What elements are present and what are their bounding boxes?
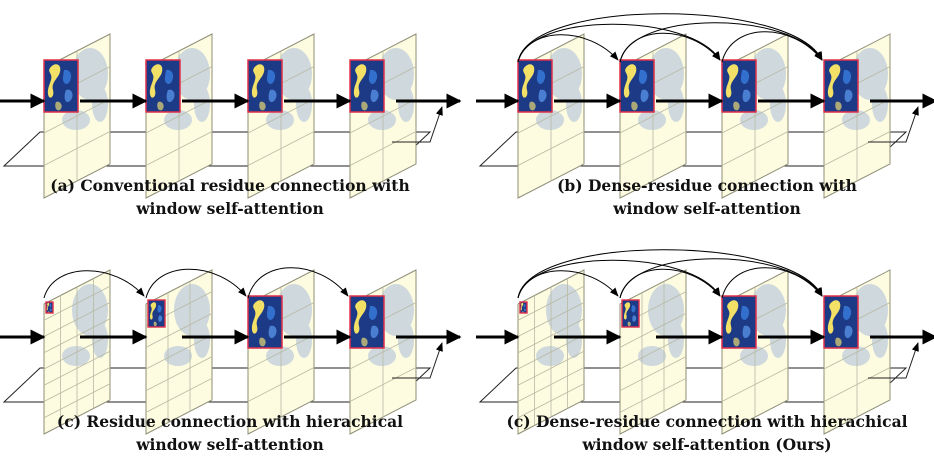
panel-c: [0, 267, 462, 435]
caption-a-line-1: (a) Conventional residue connection with: [50, 176, 410, 195]
skip-connection-arc-2: [517, 23, 721, 63]
attention-window-patch: [517, 59, 553, 113]
floor-output-arrow: [392, 342, 443, 379]
caption-d-line-1: (c) Dense-residue connection with hierac…: [506, 412, 908, 431]
floor-output-arrow: [868, 342, 919, 379]
window-grid: [43, 278, 111, 426]
attention-window-patch: [619, 59, 655, 113]
floor-output-arrow: [392, 106, 443, 143]
skip-connection-arc-1: [43, 270, 145, 299]
feature-texture: [740, 284, 786, 366]
panel-b: [476, 13, 934, 199]
feature-stage-1: [517, 269, 585, 435]
feature-stage-2: [619, 269, 687, 435]
feature-stage-4: [349, 33, 417, 199]
feature-stage-2: [145, 33, 213, 199]
attention-window-patch: [43, 59, 79, 113]
window-grid: [517, 278, 585, 426]
caption-d: (c) Dense-residue connection with hierac…: [487, 410, 927, 456]
attention-window-patch: [519, 301, 528, 314]
skip-connection-arc-3: [517, 249, 823, 299]
caption-b-line-2: window self-attention: [613, 199, 801, 218]
feature-stage-3: [247, 33, 315, 199]
skip-connection-arc-2: [145, 268, 247, 299]
caption-a: (a) Conventional residue connection with…: [10, 174, 450, 220]
feature-stage-1: [43, 33, 111, 199]
skip-connection-arc-3: [517, 13, 823, 63]
skip-connection-arc-2: [517, 259, 721, 299]
caption-a-line-2: window self-attention: [136, 199, 324, 218]
feature-texture: [368, 48, 414, 130]
attention-window-patch: [823, 295, 859, 349]
feature-stage-3: [247, 269, 315, 435]
caption-c-line-2: window self-attention: [136, 435, 324, 454]
feature-stage-2: [619, 33, 687, 199]
feature-stage-3: [721, 33, 789, 199]
feature-texture: [266, 284, 312, 366]
attention-window-patch: [349, 295, 385, 349]
caption-b-line-1: (b) Dense-residue connection with: [557, 176, 857, 195]
attention-window-patch: [247, 59, 283, 113]
panel-a: [0, 33, 462, 199]
attention-window-patch: [823, 59, 859, 113]
skip-connection-arc-6: [721, 31, 823, 63]
attention-window-patch: [621, 299, 640, 328]
feature-stage-4: [823, 269, 891, 435]
feature-stage-3: [721, 269, 789, 435]
window-grid: [619, 281, 687, 423]
feature-stage-1: [43, 269, 111, 435]
attention-window-patch: [145, 59, 181, 113]
caption-c: (c) Residue connection with hierachical …: [10, 410, 450, 456]
feature-texture: [62, 284, 108, 366]
skip-connection-arc-3: [247, 267, 349, 299]
feature-texture: [842, 48, 888, 130]
feature-stage-4: [349, 269, 417, 435]
attention-window-patch: [349, 59, 385, 113]
attention-window-patch: [721, 59, 757, 113]
feature-stage-1: [517, 33, 585, 199]
skip-connection-arc-6: [721, 267, 823, 299]
attention-window-patch: [247, 295, 283, 349]
attention-window-patch: [721, 295, 757, 349]
caption-b: (b) Dense-residue connection with window…: [487, 174, 927, 220]
feature-stage-4: [823, 33, 891, 199]
attention-window-patch: [45, 301, 54, 314]
feature-texture: [368, 284, 414, 366]
feature-texture: [62, 48, 108, 130]
attention-window-patch: [147, 299, 166, 328]
floor-output-arrow: [868, 106, 919, 143]
caption-d-line-2: window self-attention (Ours): [582, 435, 832, 454]
panel-d: [476, 249, 934, 435]
feature-texture: [164, 284, 210, 366]
caption-c-line-1: (c) Residue connection with hierachical: [56, 412, 404, 431]
feature-stage-2: [145, 269, 213, 435]
